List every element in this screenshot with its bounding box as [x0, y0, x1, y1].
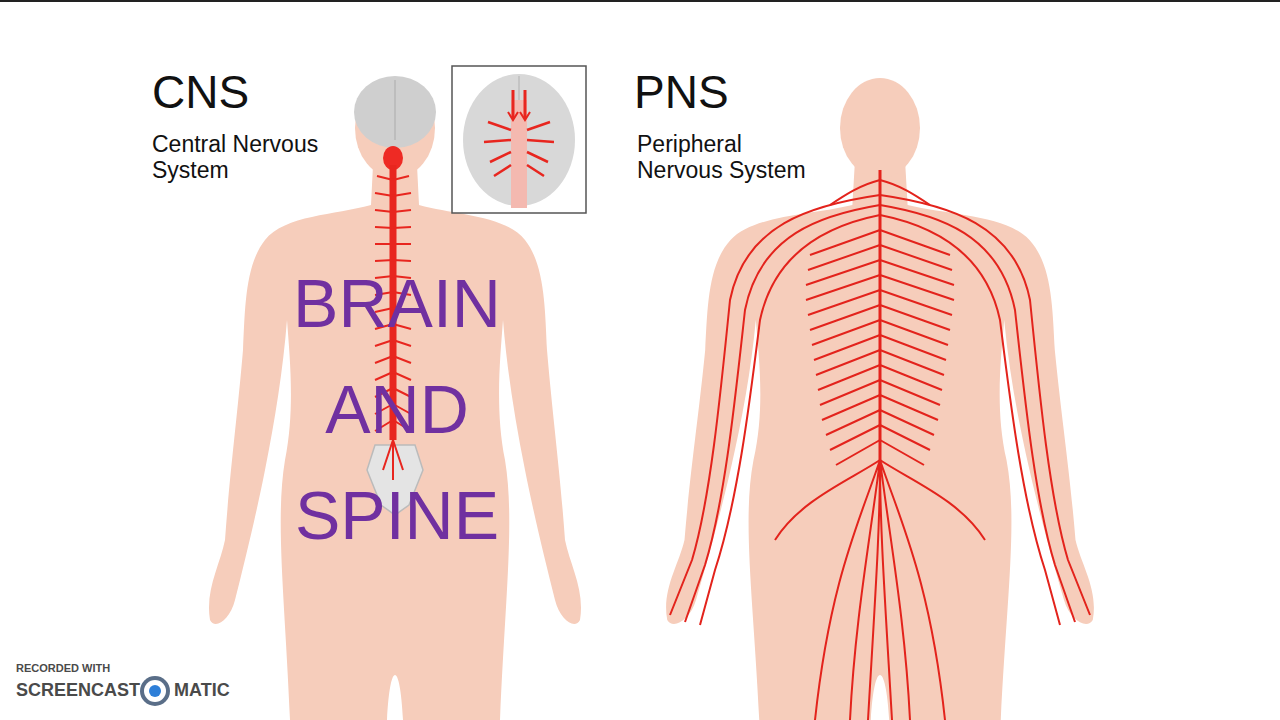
pns-body [666, 165, 1094, 720]
cns-heading: CNS [152, 66, 249, 119]
overlay-caption: BRAIN AND SPINE [293, 250, 501, 568]
pns-subtitle: Peripheral Nervous System [637, 131, 809, 183]
cns-body [209, 76, 581, 720]
watermark-text: MATIC [174, 680, 230, 701]
watermark-text: RECORDED WITH [16, 662, 110, 675]
watermark-text: SCREENCAST [16, 680, 140, 701]
nerve-network [670, 170, 1090, 720]
cns-subtitle: Central Nervous System [152, 131, 322, 183]
brain-inset [452, 66, 586, 213]
top-rule [0, 0, 1280, 2]
watermark-logo [140, 676, 170, 706]
pns-heading: PNS [634, 66, 729, 119]
pns-head [840, 78, 920, 178]
